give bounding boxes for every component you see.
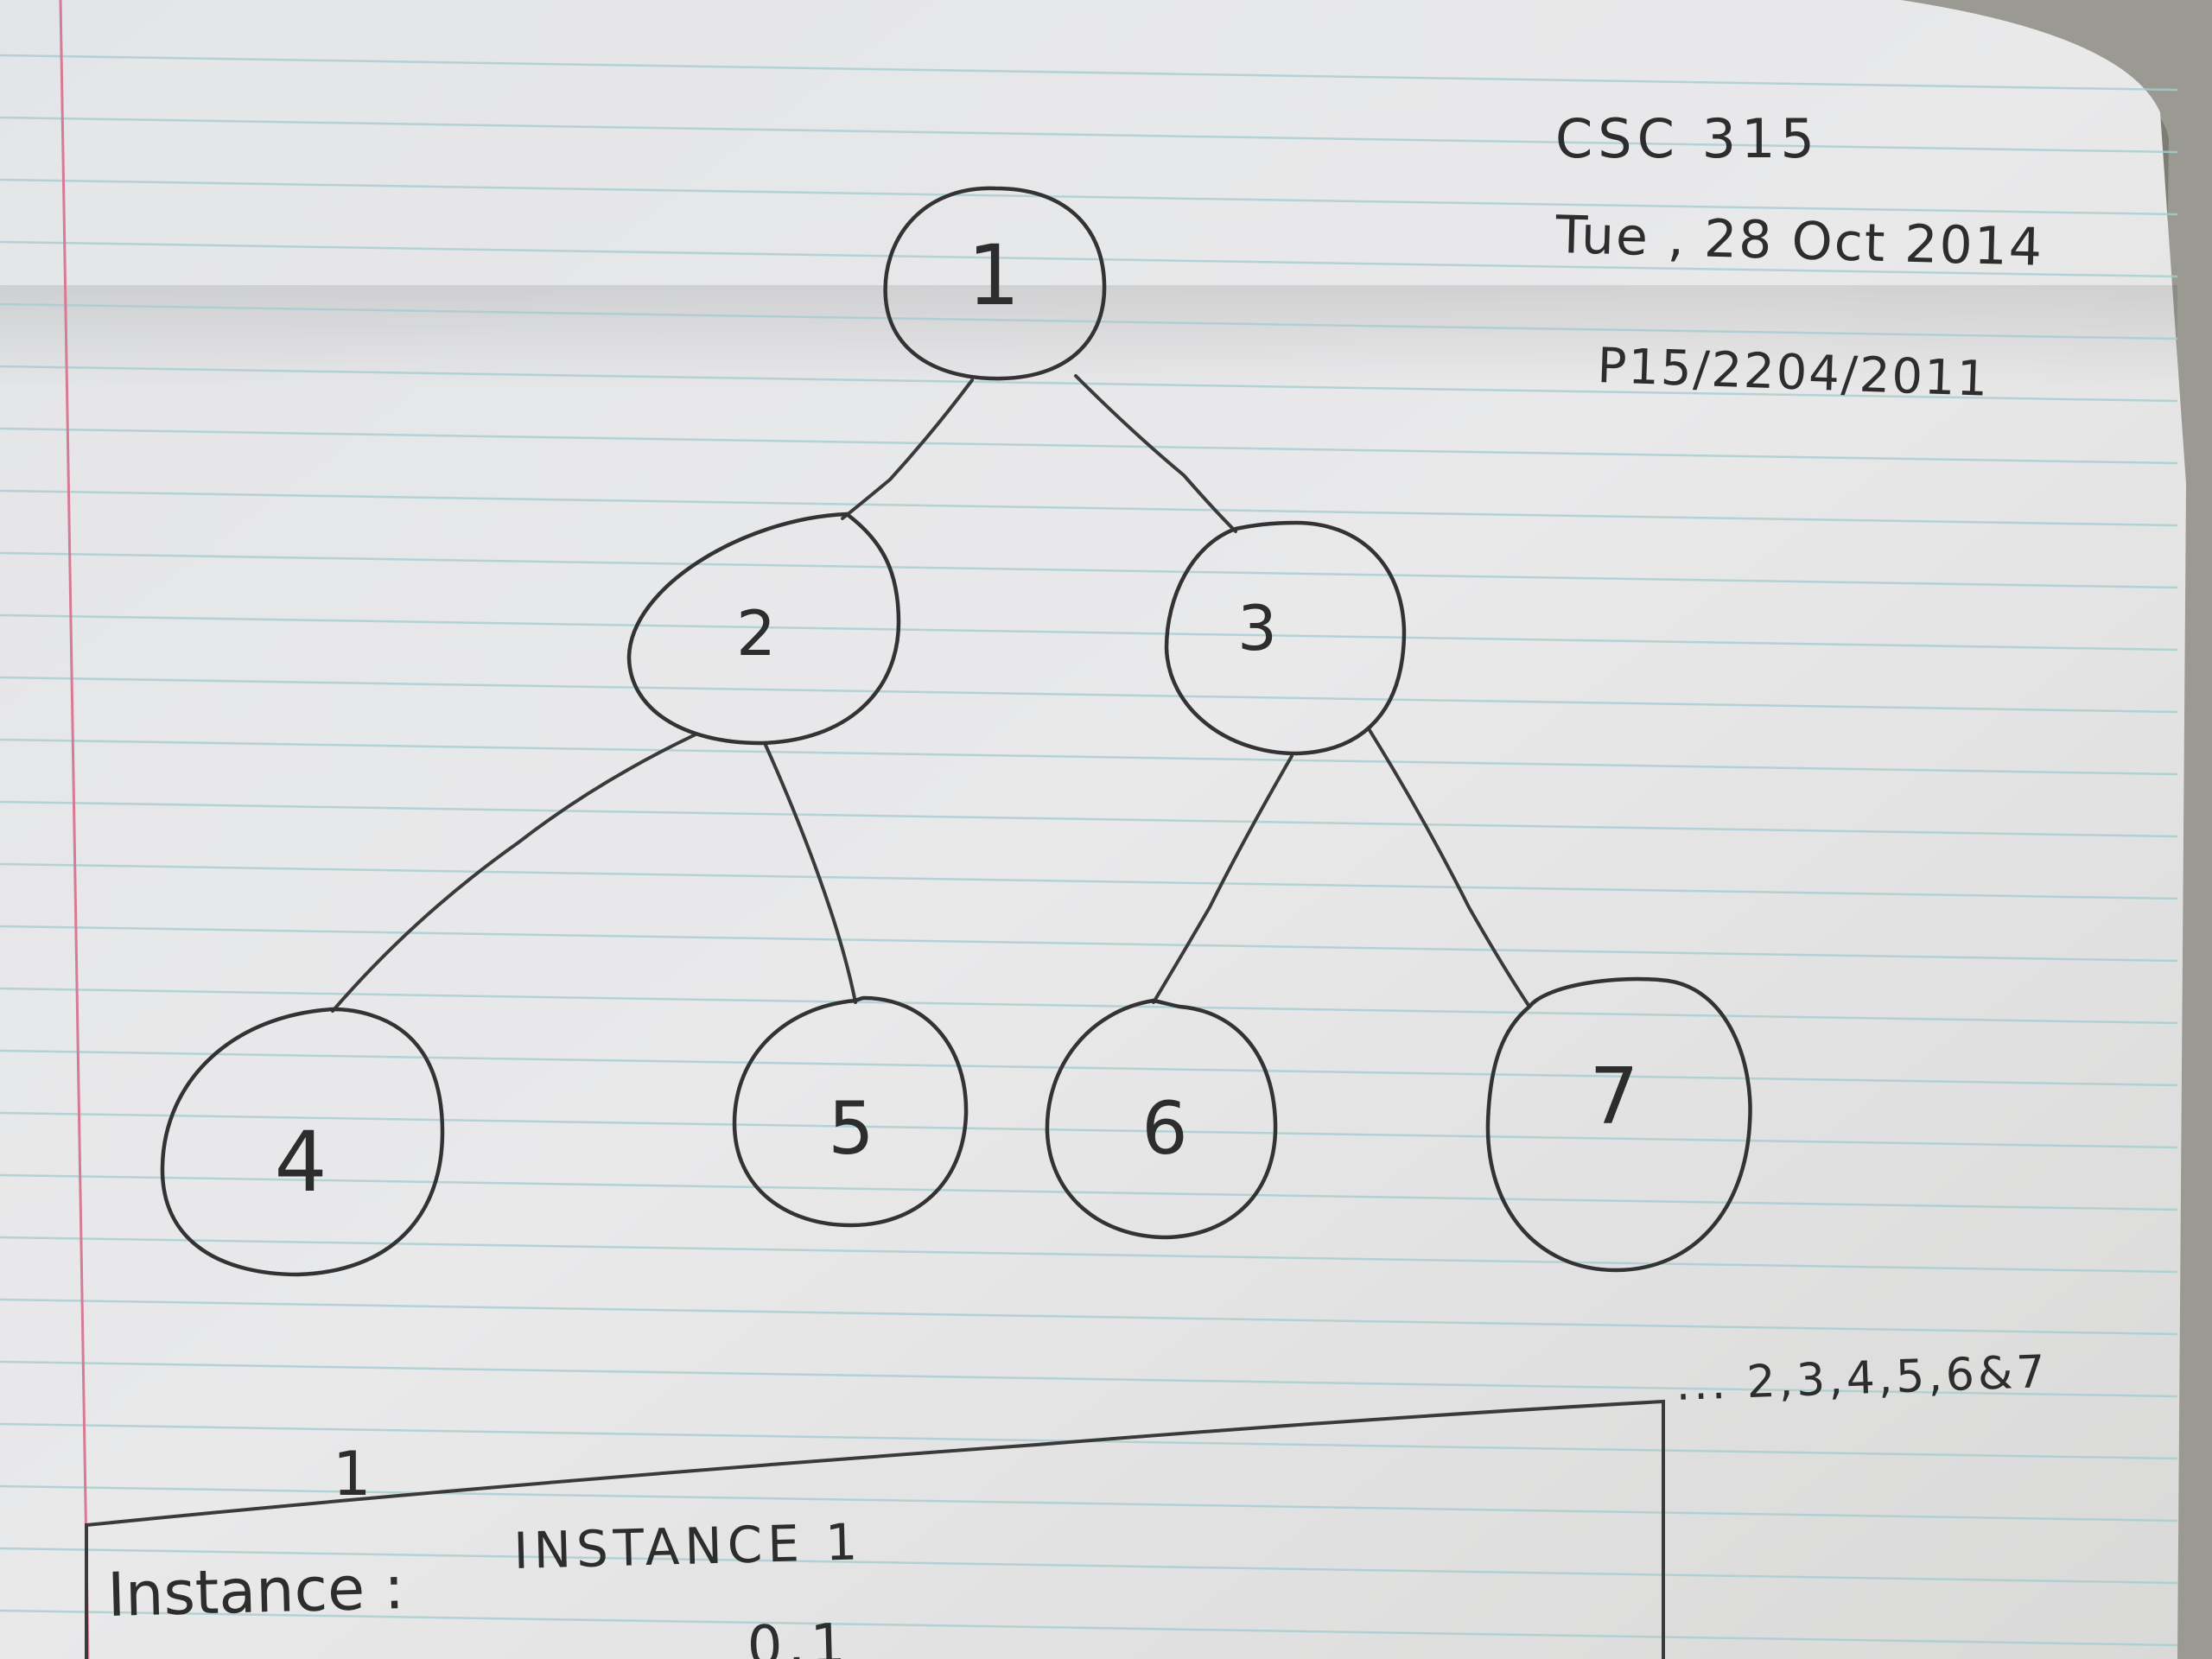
edge-1-2 [841,378,974,520]
instance-value: INSTANCE 1 [513,1512,863,1580]
lecture-date: Tue , 28 Oct 2014 [1554,205,2044,278]
instance-box [85,1399,1665,1659]
node-2-circle [626,512,901,746]
ruled-line [0,116,2178,154]
tree-node-3: 3 [1164,520,1407,756]
student-id: P15/2204/2011 [1597,338,1991,408]
edge-2-4 [331,733,697,1013]
ruled-line [0,302,2178,340]
node-4-label: 4 [274,1114,327,1211]
edge-3-7 [1368,728,1531,1008]
node-7-circle [1485,976,1752,1273]
tree-node-4: 4 [160,1007,445,1277]
ruled-line [0,54,2178,92]
ruled-line [0,925,2178,963]
node-1-circle [883,186,1107,381]
tree-node-6: 6 [1045,998,1278,1240]
ruled-line [0,1111,2178,1149]
margin-line [59,0,90,1659]
ruled-lines [0,54,2178,1647]
ruled-line [0,427,2178,465]
ruled-line [0,1484,2178,1522]
ruled-line [0,1360,2178,1398]
tree-node-7: 7 [1485,976,1752,1273]
tree-node-5: 5 [732,995,969,1228]
ruled-line [0,800,2178,838]
node-2-label: 2 [736,597,776,670]
ruled-line [0,1173,2178,1211]
tree-nodes: 1 2 3 4 5 6 7 [160,186,1752,1277]
edge-3-6 [1152,754,1294,1004]
tree-node-2: 2 [626,512,901,746]
ruled-line [0,1049,2178,1087]
ruled-line [0,1609,2178,1647]
ruled-line [0,1298,2178,1336]
ruled-line [0,489,2178,527]
ruled-line [0,613,2178,652]
course-code: CSC 315 [1555,107,1820,170]
ruled-line [0,240,2178,278]
ruled-line [0,987,2178,1025]
node-5-label: 5 [828,1086,874,1171]
node-3-label: 3 [1237,592,1277,664]
node-4-circle [160,1007,445,1277]
tree-node-1: 1 [883,186,1107,381]
edge-1-3 [1074,374,1237,533]
instance-label: Instance : [106,1552,405,1630]
tree-edges [331,374,1531,1013]
ruled-line [0,365,2178,403]
ruled-line [0,551,2178,589]
node-1-label: 1 [967,227,1020,324]
node-6-circle [1045,998,1278,1240]
ruled-line [0,178,2178,216]
ruled-line [0,1547,2178,1585]
node-7-label: 7 [1589,1052,1638,1142]
partial-line: ... 0.1 [655,1612,851,1659]
node-5-circle [732,995,969,1228]
ruled-line [0,738,2178,776]
node-6-label: 6 [1141,1086,1187,1171]
ruled-line [0,676,2178,714]
ruled-line [0,862,2178,900]
ruled-line [0,1236,2178,1274]
node-3-circle [1164,520,1407,756]
edge-2-5 [763,741,857,1004]
